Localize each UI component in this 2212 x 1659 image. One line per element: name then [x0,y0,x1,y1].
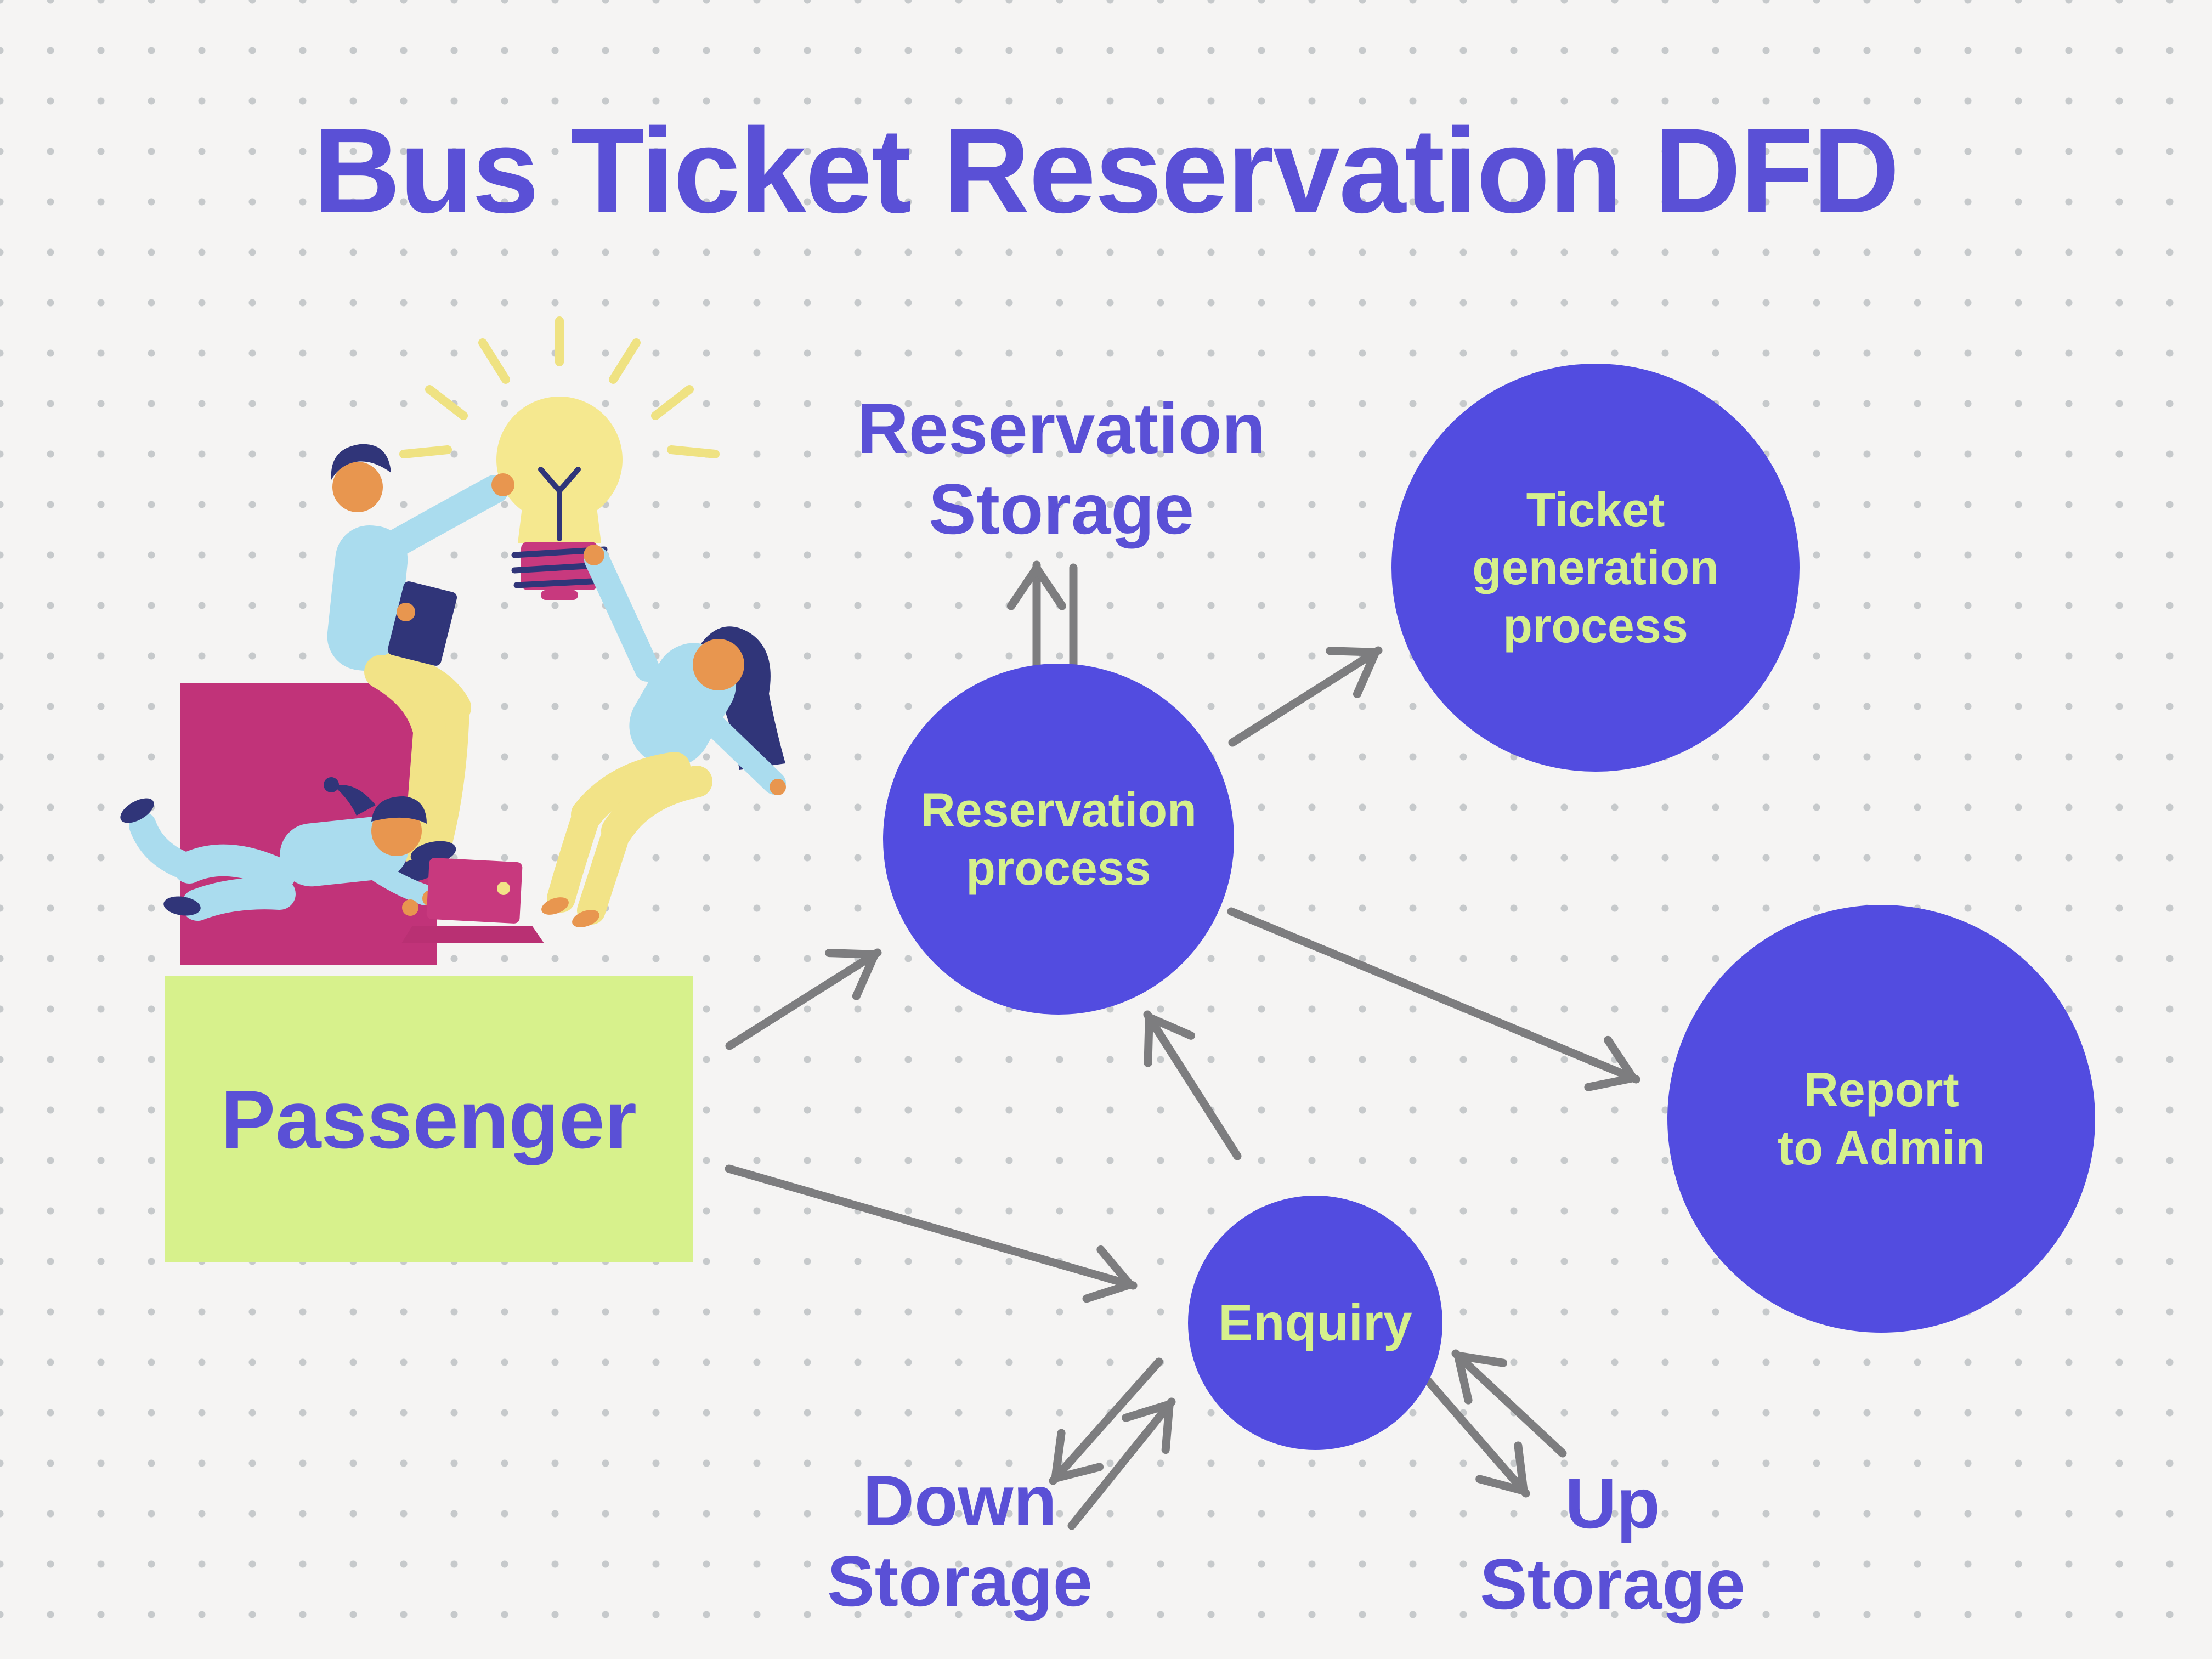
person-sitting-male [327,444,514,882]
laptop-icon [401,858,544,943]
node-report-to-admin: Report to Admin [1667,905,2095,1333]
reservation-process-label: Reservation process [920,783,1197,895]
node-passenger: Passenger [165,976,693,1262]
node-reservation-process: Reservation process [883,664,1234,1015]
person-reclining-female [541,545,786,927]
enquiry-label: Enquiry [1218,1294,1412,1352]
tablet-icon [387,581,457,666]
ticket-generation-label: Ticket generation process [1472,482,1719,653]
arrow-enquiry-to-up-storage [1423,1375,1530,1498]
report-to-admin-label: Report to Admin [1778,1062,1985,1175]
arrow-down-storage-to-enquiry [1067,1397,1176,1530]
passenger-label: Passenger [220,1073,637,1165]
node-enquiry: Enquiry [1188,1196,1442,1450]
node-ticket-generation-process: Ticket generation process [1391,364,1800,772]
arrow-reservation-to-ticket-generation [1228,646,1383,747]
page-title: Bus Ticket Reservation DFD [313,103,1899,238]
label-up-storage: Up Storage [1479,1463,1745,1624]
arrow-passenger-to-reservation [725,948,882,1050]
arrow-reservation-to-report [1227,907,1640,1091]
arrow-up-storage-to-enquiry [1451,1349,1567,1458]
arrow-passenger-to-enquiry [725,1164,1138,1303]
label-down-storage: Down Storage [827,1460,1093,1621]
idea-rays [399,316,720,458]
label-reservation-storage: Reservation Storage [857,388,1266,549]
lightbulb-icon [496,397,623,600]
person-lying-female [120,777,544,943]
teamwork-illustration [120,316,786,965]
arrow-enquiry-to-reservation [1143,1010,1242,1160]
arrow-enquiry-to-down-storage [1049,1357,1163,1485]
